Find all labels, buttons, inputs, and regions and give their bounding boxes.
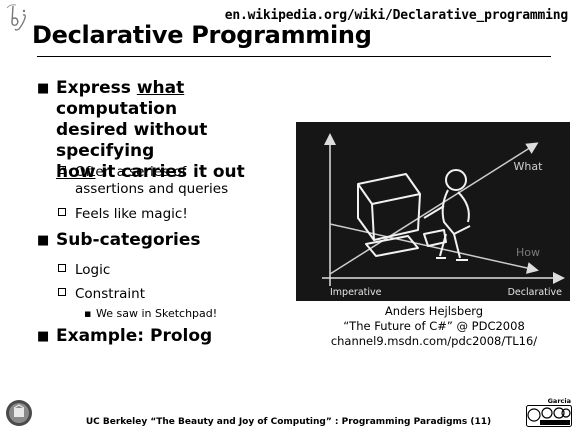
square-bullet-icon: ■ <box>37 233 50 248</box>
figure-caption: Anders Hejlsberg “The Future of C#” @ PD… <box>298 304 570 349</box>
bullet-express: ■ Express what computation desired witho… <box>37 78 245 182</box>
how-label: How <box>516 246 540 259</box>
what-arrow-line <box>329 142 539 275</box>
square-bullet-icon: ■ <box>37 81 50 96</box>
underline-what: what <box>136 78 185 98</box>
sub-bullet-constraint: Constraint <box>58 286 145 303</box>
hollow-square-bullet-icon <box>58 288 66 296</box>
footer-text: UC Berkeley “The Beauty and Joy of Compu… <box>85 417 492 427</box>
how-arrow-line <box>329 223 539 274</box>
declarative-label: Declarative <box>508 287 563 298</box>
hollow-square-bullet-icon <box>58 264 66 272</box>
hollow-square-bullet-icon <box>58 166 66 174</box>
bjc-logo-icon <box>6 4 26 31</box>
slide-title: Declarative Programming <box>32 21 372 49</box>
person-at-computer-sketch-icon <box>357 169 471 261</box>
bullet-subcategories: ■ Sub-categories <box>37 230 201 250</box>
creative-commons-badge-icon[interactable] <box>526 405 572 427</box>
hollow-square-bullet-icon <box>58 208 66 216</box>
sub-bullet-magic: Feels like magic! <box>58 206 188 223</box>
sub-bullet-logic: Logic <box>58 262 110 279</box>
dot-bullet-icon: ▪ <box>84 307 92 320</box>
sub-bullet-assertions: Often a series of assertions and queries <box>58 164 250 198</box>
caption-link[interactable]: channel9.msdn.com/pdc2008/TL16/ <box>330 334 538 348</box>
square-bullet-icon: ■ <box>37 329 50 344</box>
bullet-prolog: ■ Example: Prolog <box>37 326 213 346</box>
author-name: Garcia <box>547 397 571 405</box>
page-url: en.wikipedia.org/wiki/Declarative_progra… <box>224 8 568 23</box>
sub-sub-bullet-sketchpad: ▪ We saw in Sketchpad! <box>84 307 218 320</box>
berkeley-seal-icon <box>6 400 32 426</box>
title-divider <box>37 56 551 57</box>
imperative-declarative-figure: What How Imperative Declarative <box>296 122 570 301</box>
what-label: What <box>514 160 544 173</box>
imperative-label: Imperative <box>330 287 382 298</box>
